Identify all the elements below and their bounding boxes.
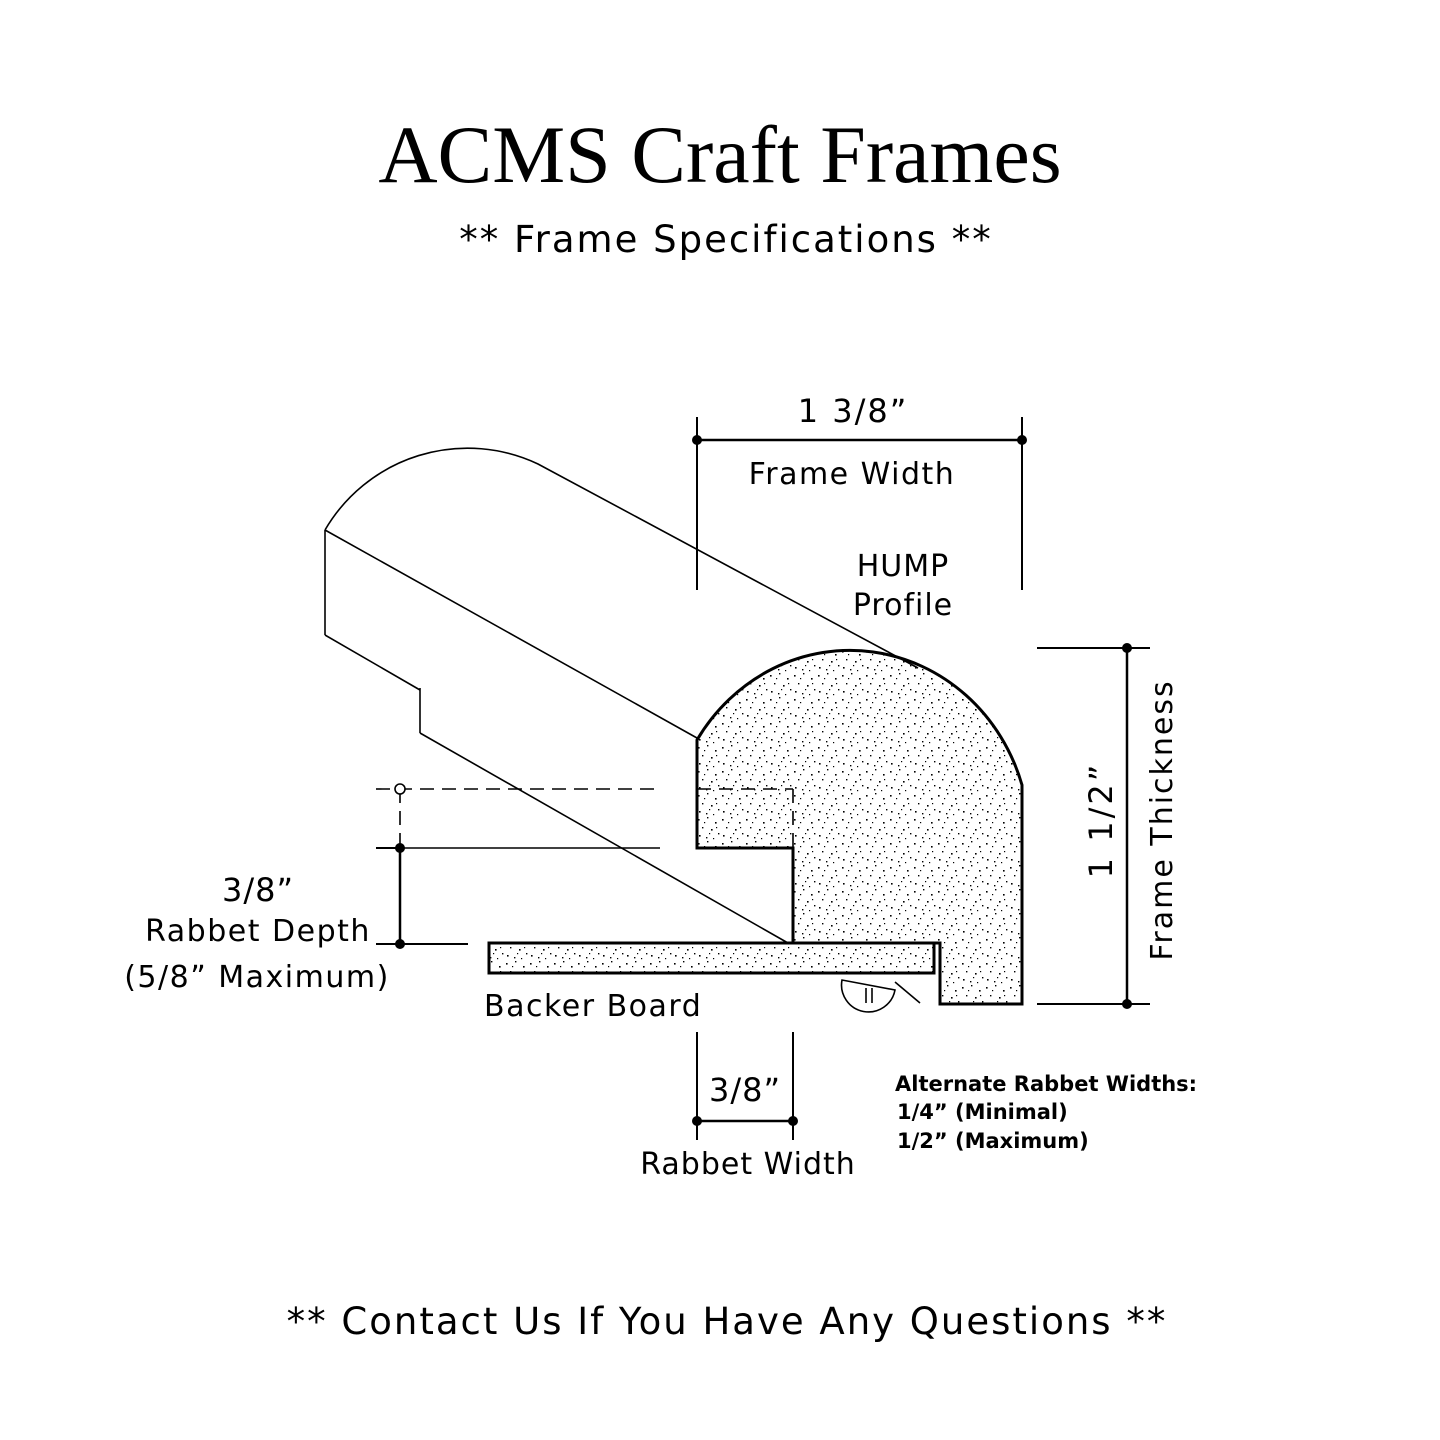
rabbet-width-label: Rabbet Width xyxy=(640,1147,856,1182)
alternate-widths-title: Alternate Rabbet Widths: xyxy=(895,1072,1197,1096)
backer-board-label: Backer Board xyxy=(484,989,702,1024)
dimension-dot xyxy=(1122,643,1132,653)
dimension-dot xyxy=(1017,435,1027,445)
frame-width-dimension xyxy=(696,417,1023,590)
profile-name-line1: HUMP xyxy=(857,549,950,584)
profile-name-line2: Profile xyxy=(853,588,953,623)
frame-thickness-value: 1 1/2” xyxy=(1082,762,1120,879)
rabbet-depth-maximum: (5/8” Maximum) xyxy=(124,960,390,995)
dimension-dot xyxy=(1122,999,1132,1009)
alternate-width-minimal: 1/4” (Minimal) xyxy=(897,1100,1068,1124)
rabbet-width-value: 3/8” xyxy=(709,1071,781,1109)
moulding-extrusion xyxy=(324,447,919,944)
rabbet-dashed-outline xyxy=(376,788,794,848)
contact-footer: ** Contact Us If You Have Any Questions … xyxy=(286,1300,1168,1343)
fastener-icon xyxy=(840,979,921,1013)
backer-board xyxy=(487,941,936,975)
dimension-origin-marker xyxy=(394,783,406,795)
dimension-dot xyxy=(395,939,405,949)
page-title: ACMS Craft Frames xyxy=(378,109,1062,200)
frame-width-value: 1 3/8” xyxy=(798,392,909,430)
dimension-dot xyxy=(692,1116,702,1126)
frame-width-label: Frame Width xyxy=(749,457,956,492)
alternate-width-maximum: 1/2” (Maximum) xyxy=(897,1129,1089,1153)
frame-thickness-label: Frame Thickness xyxy=(1145,679,1180,960)
dimension-dot xyxy=(788,1116,798,1126)
hump-profile-section xyxy=(695,648,1024,1006)
page-subtitle: ** Frame Specifications ** xyxy=(459,218,993,261)
rabbet-depth-value: 3/8” xyxy=(222,871,294,909)
rabbet-depth-dimension xyxy=(376,847,468,945)
dimension-dot xyxy=(692,435,702,445)
dimension-dot xyxy=(395,843,405,853)
rabbet-depth-label: Rabbet Depth xyxy=(145,914,371,949)
